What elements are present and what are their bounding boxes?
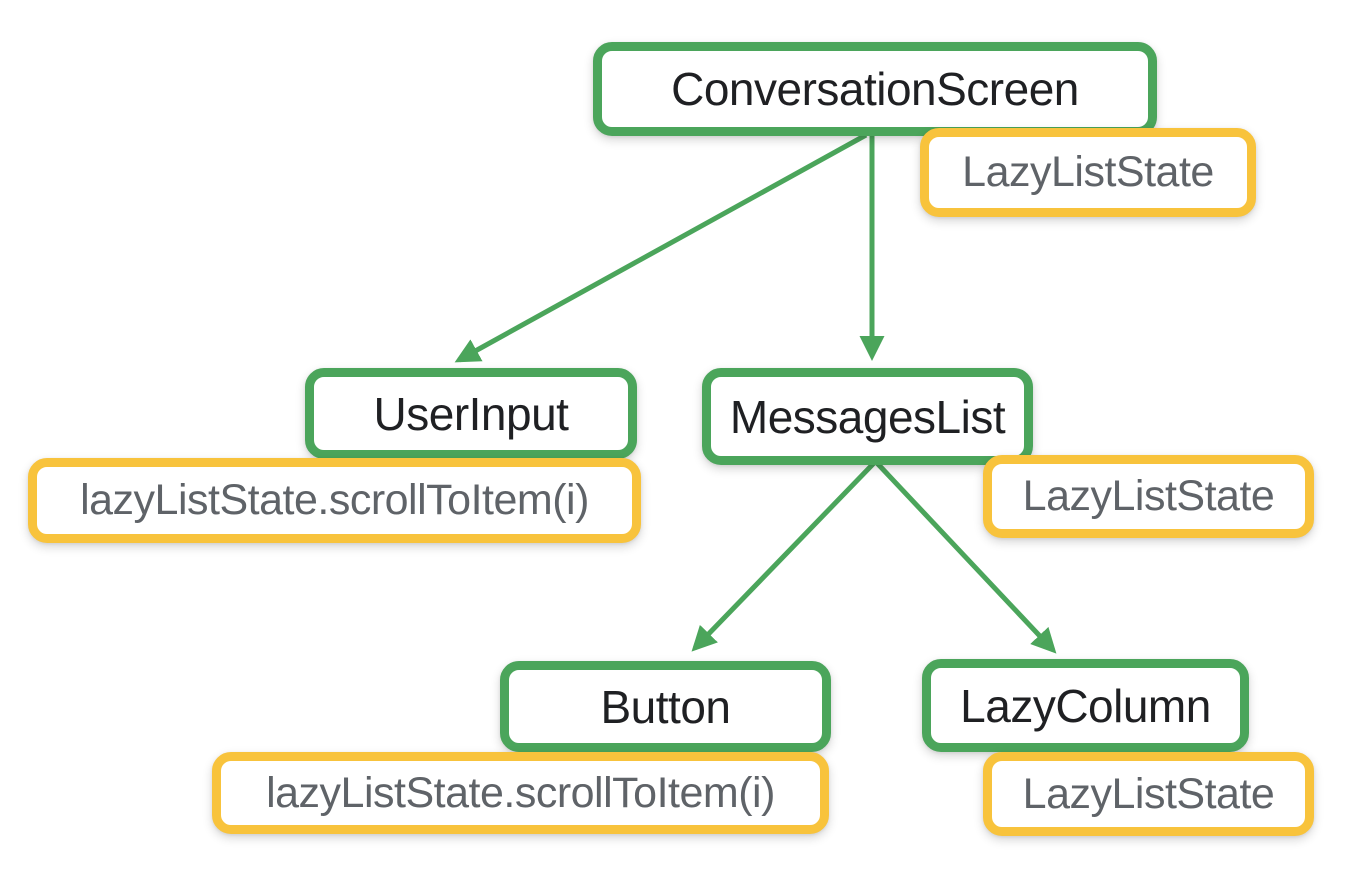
node-button: Button — [500, 661, 831, 752]
state-label: lazyListState.scrollToItem(i) — [266, 768, 775, 817]
edge-conversationscreen-userinput — [454, 132, 868, 363]
node-user-input: UserInput — [305, 368, 637, 459]
node-conversation-screen: ConversationScreen — [593, 42, 1157, 136]
node-label: ConversationScreen — [671, 63, 1079, 115]
state-badge-lazy-column: LazyListState — [983, 752, 1314, 836]
node-label: Button — [600, 680, 732, 733]
state-badge-conversation-screen: LazyListState — [920, 128, 1256, 217]
state-badge-messages-list: LazyListState — [983, 455, 1314, 538]
edge-messageslist-button — [691, 461, 876, 652]
node-messages-list: MessagesList — [702, 368, 1033, 465]
state-label: LazyListState — [1022, 472, 1275, 520]
node-label: MessagesList — [729, 390, 1006, 443]
node-label: UserInput — [373, 387, 569, 440]
state-label: LazyListState — [1022, 769, 1275, 818]
state-label: lazyListState.scrollToItem(i) — [80, 476, 589, 524]
node-lazy-column: LazyColumn — [922, 659, 1249, 752]
state-label: LazyListState — [962, 148, 1214, 196]
state-badge-button: lazyListState.scrollToItem(i) — [212, 752, 829, 834]
state-badge-user-input: lazyListState.scrollToItem(i) — [28, 458, 641, 543]
node-label: LazyColumn — [960, 679, 1211, 732]
edge-messageslist-lazycolumn — [875, 461, 1057, 654]
